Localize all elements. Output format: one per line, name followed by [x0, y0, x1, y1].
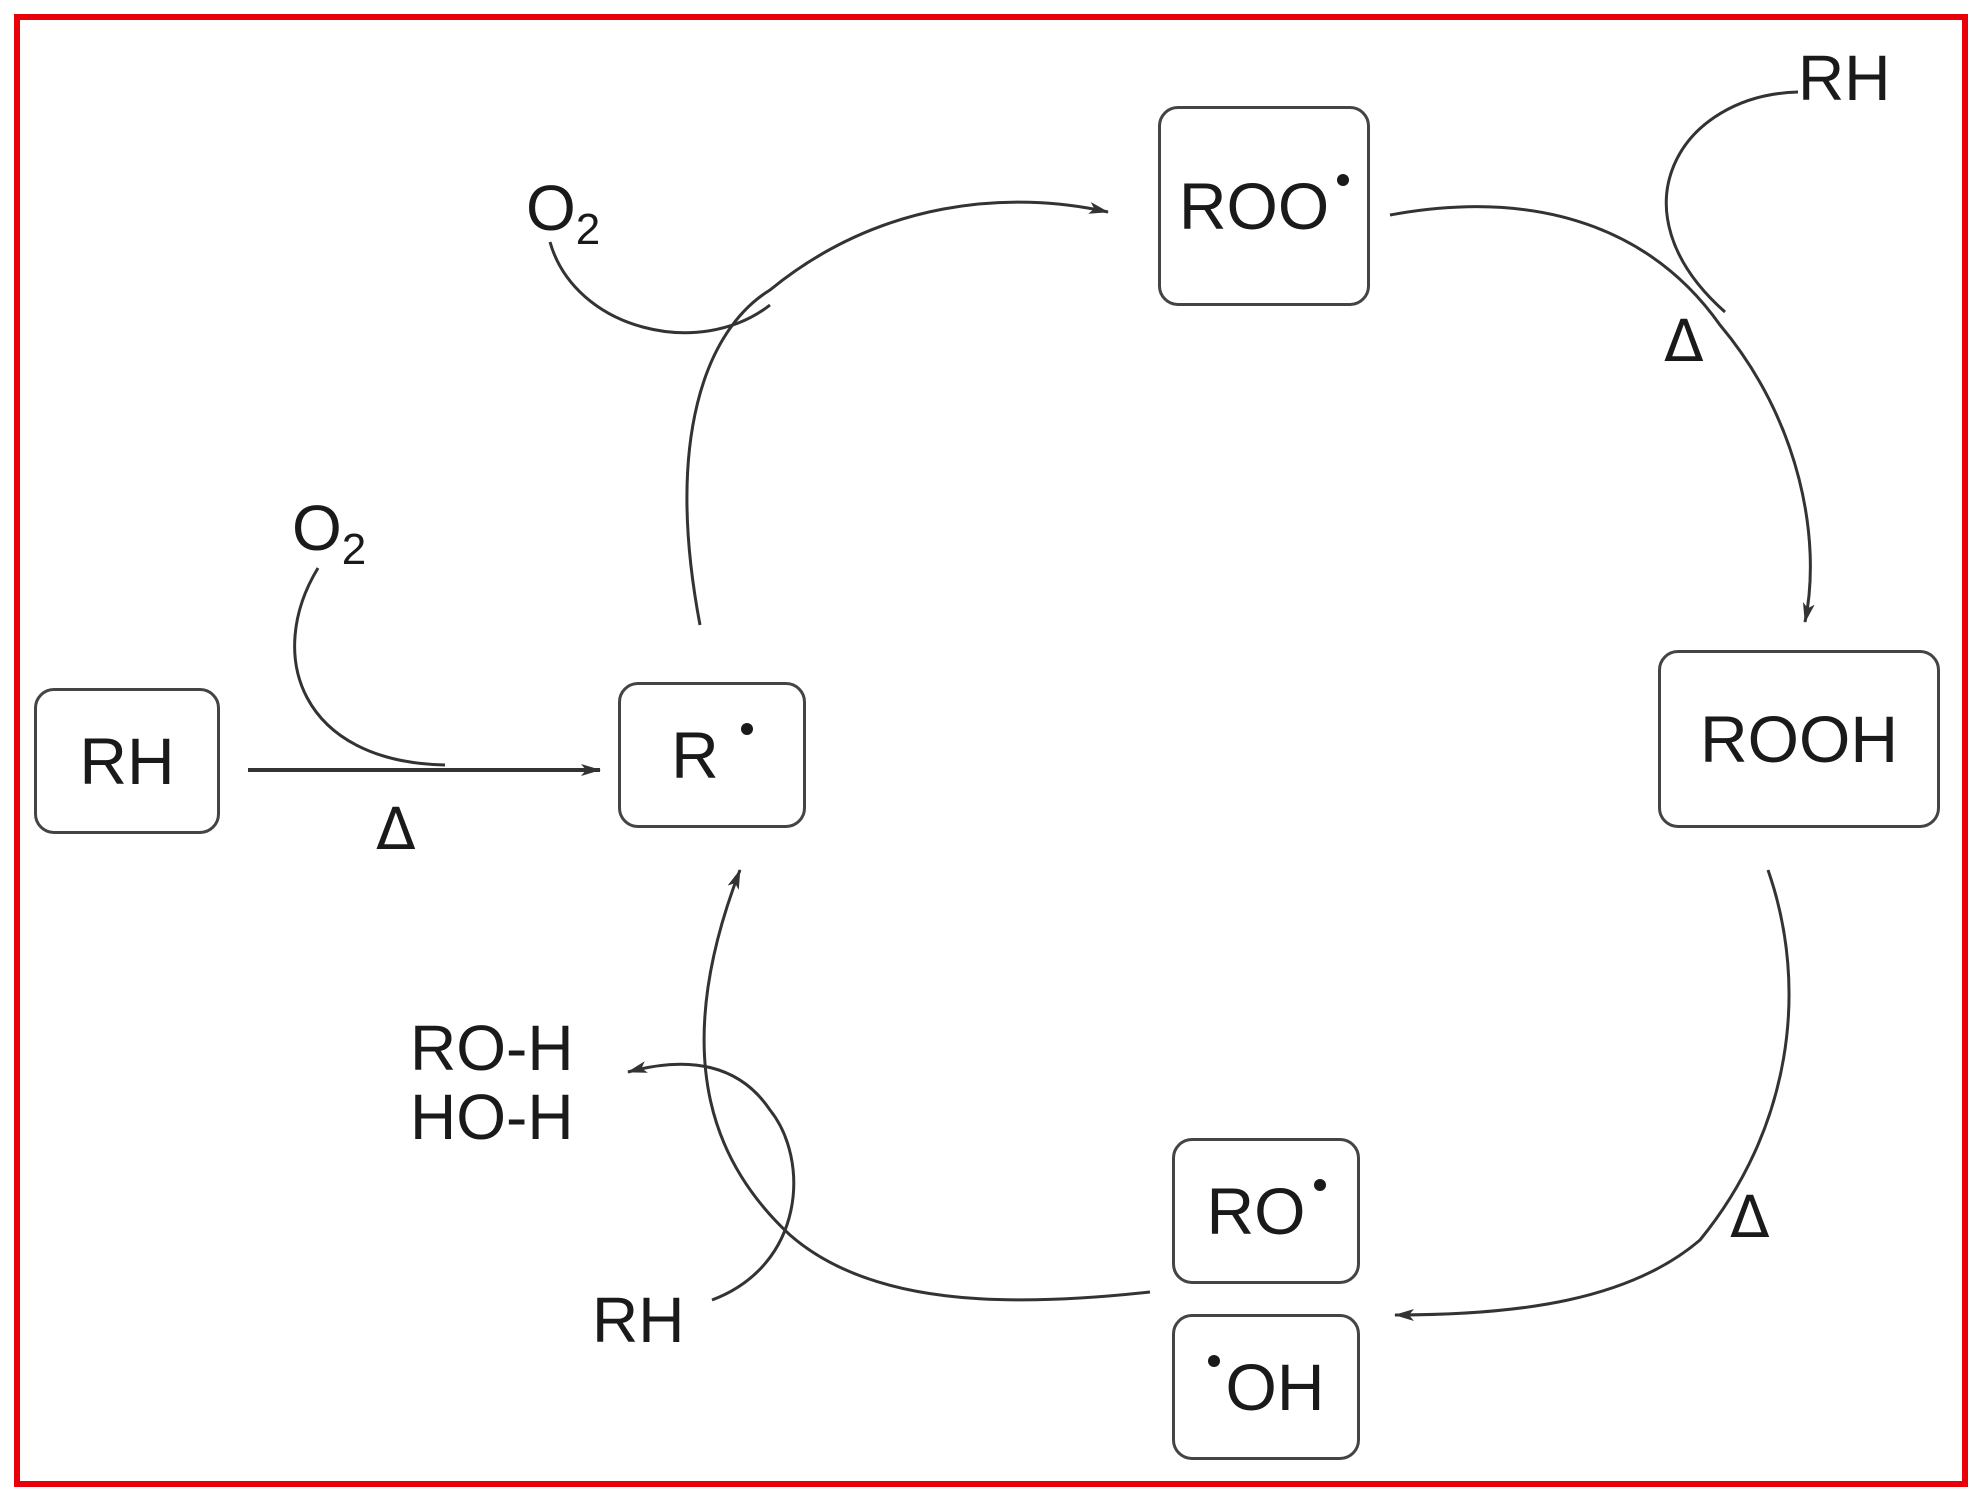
arrow-r-to-roo: [685, 200, 1109, 626]
label-rh-propagation: RH: [1798, 42, 1891, 114]
radical-dot-icon: [1313, 1179, 1326, 1191]
radical-dot-icon: [740, 723, 753, 735]
node-ro-radical: RO: [1172, 1138, 1360, 1284]
product-ho-h: HO-H: [410, 1081, 574, 1154]
arrow-rooh-to-ro: [1394, 869, 1791, 1321]
diagram-frame: [14, 14, 1968, 1487]
radical-dot-icon: [1207, 1355, 1220, 1367]
label-rh-abstraction: RH: [592, 1284, 685, 1356]
node-rh-start-label: RH: [79, 724, 175, 798]
node-oh-radical: OH: [1172, 1314, 1360, 1460]
arrow-roo-to-rooh: [1389, 205, 1815, 623]
arrow-o2-cycle: [548, 241, 771, 335]
arrow-rh-propagation: [1665, 90, 1799, 314]
node-r-radical-label: R: [671, 718, 719, 792]
node-rooh-label: ROOH: [1700, 702, 1898, 776]
arrow-h-abstraction: [627, 1061, 796, 1302]
arrow-o2-initiation: [293, 567, 446, 767]
label-delta-decomposition: Δ: [1730, 1183, 1770, 1251]
radical-dot-icon: [1337, 174, 1350, 186]
product-ro-h: RO-H: [410, 1012, 574, 1084]
node-oh-radical-label: OH: [1225, 1350, 1325, 1424]
node-rh-start: RH: [34, 688, 220, 834]
node-roo-radical: ROO: [1158, 106, 1370, 306]
label-o2-initiation: O2: [292, 492, 367, 574]
arrow-ro-to-r: [702, 869, 1151, 1302]
label-delta-propagation: Δ: [1664, 307, 1704, 375]
label-o2-cycle: O2: [526, 172, 601, 254]
label-delta-initiation: Δ: [376, 795, 416, 863]
node-rooh: ROOH: [1658, 650, 1940, 828]
label-products: RO-H HO-H: [410, 1012, 574, 1154]
node-roo-radical-label: ROO: [1178, 169, 1330, 243]
node-ro-radical-label: RO: [1206, 1174, 1306, 1248]
node-r-radical: R: [618, 682, 806, 828]
